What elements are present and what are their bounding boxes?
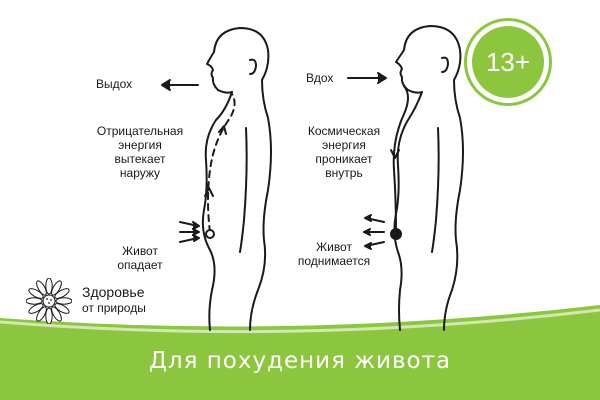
cosmic-energy-label: Космическая энергия проникает внутрь [307, 124, 381, 180]
brand-logo: Здоровье от природы [26, 276, 186, 324]
left-body-outline [201, 27, 272, 331]
exhale-arrowhead [161, 79, 171, 91]
left-energy-path [207, 93, 236, 233]
brand-name-line2: от природы [82, 301, 146, 315]
age-rating-badge: 13+ [464, 18, 552, 106]
age-rating-text: 13+ [472, 26, 544, 98]
inhale-label: Вдох [306, 71, 334, 85]
left-path-arrow-1 [204, 187, 214, 197]
brand-name-line1: Здоровье [82, 284, 145, 300]
right-belly-point [390, 228, 402, 240]
banner-title: Для похудения живота [148, 348, 452, 374]
left-path-arrow-2 [218, 125, 227, 135]
right-energy-path [392, 85, 409, 231]
negative-energy-label: Отрицательная энергия вытекает наружу [96, 124, 184, 180]
exhale-label: Выдох [96, 77, 133, 91]
inhale-arrowhead [377, 72, 387, 84]
daisy-icon [26, 278, 72, 324]
left-belly-point [205, 229, 215, 239]
belly-rises-label: Живот поднимается [297, 240, 371, 268]
right-path-arrow [390, 149, 400, 159]
belly-falls-label: Живот опадает [117, 244, 163, 272]
right-belly-arrows [363, 214, 385, 250]
left-belly-arrows [179, 221, 200, 243]
right-body-outline [393, 25, 464, 331]
